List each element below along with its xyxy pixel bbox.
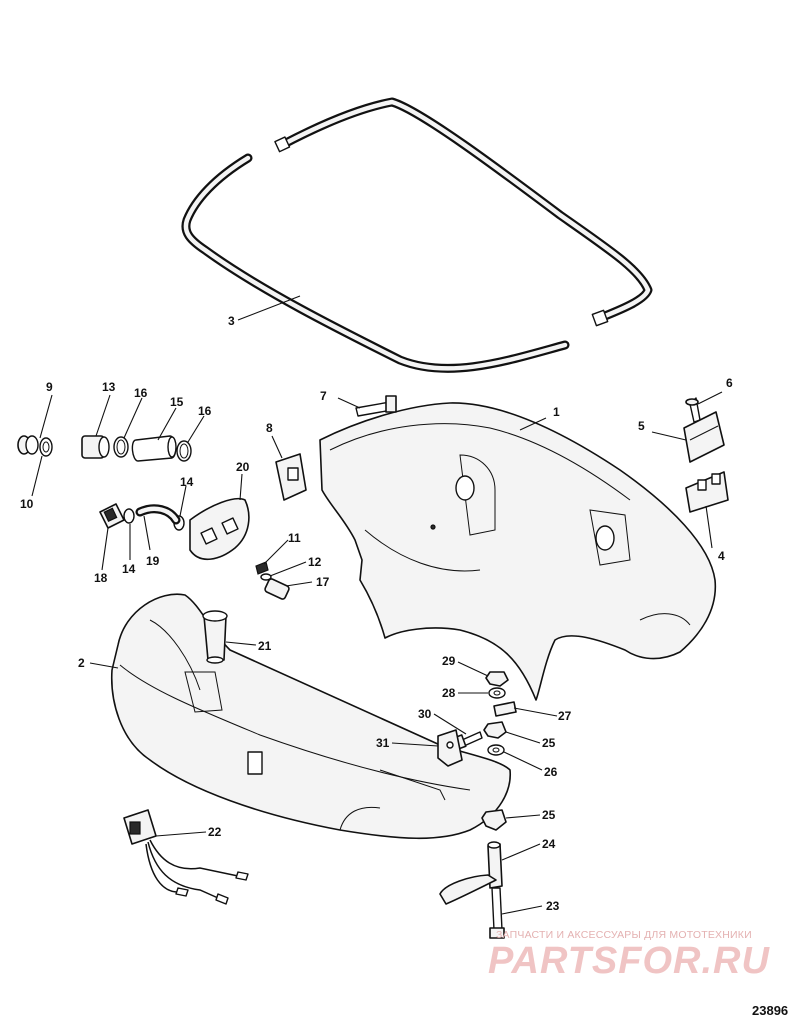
ring-part-10 — [39, 437, 53, 457]
callout-1: 1 — [553, 405, 560, 419]
callout-17: 17 — [316, 575, 330, 589]
latch-part-5 — [683, 411, 725, 463]
clip-part-27 — [493, 701, 517, 717]
washer-part-26 — [487, 744, 505, 756]
callout-25b: 25 — [542, 736, 556, 750]
harness-part-22 — [123, 809, 249, 905]
bracket-part-31 — [437, 729, 463, 767]
callout-19: 19 — [146, 554, 160, 568]
callout-26: 26 — [544, 765, 558, 779]
hose-part-15 — [131, 435, 177, 462]
callout-21: 21 — [258, 639, 272, 653]
callout-16b: 16 — [198, 404, 212, 418]
callout-22: 22 — [208, 825, 222, 839]
bolt-part-7 — [355, 395, 397, 417]
callout-25a: 25 — [542, 808, 556, 822]
callout-11: 11 — [288, 531, 301, 545]
callout-2: 2 — [78, 656, 85, 670]
screw-part-6 — [685, 397, 701, 423]
washer-part-28 — [488, 687, 506, 699]
callout-4: 4 — [718, 549, 725, 563]
nut-part-25b — [481, 809, 507, 831]
plate-part-20 — [189, 498, 250, 560]
callout-6: 6 — [726, 376, 733, 390]
seal-part-3 — [181, 97, 653, 373]
clamp-part-16a — [113, 436, 129, 458]
tube-part-21 — [202, 610, 228, 664]
latch-part-4 — [685, 471, 729, 513]
callout-12: 12 — [308, 555, 322, 569]
callout-8: 8 — [266, 421, 273, 435]
callout-14a: 14 — [180, 475, 194, 489]
hardware-parts — [17, 395, 729, 939]
top-cowl-part-1 — [319, 402, 717, 701]
callout-28: 28 — [442, 686, 456, 700]
callout-3: 3 — [228, 314, 235, 328]
callout-23: 23 — [546, 899, 560, 913]
callout-7: 7 — [320, 389, 327, 403]
callout-15: 15 — [170, 395, 184, 409]
bolt-part-23 — [489, 887, 505, 939]
callout-29: 29 — [442, 654, 456, 668]
bottom-cowl-part-2 — [110, 593, 511, 840]
callout-27: 27 — [558, 709, 572, 723]
clip-part-11 — [255, 561, 269, 575]
callout-9: 9 — [46, 380, 53, 394]
callout-labels: 1 2 3 4 5 6 7 8 9 10 11 12 13 14 14 15 1… — [20, 314, 733, 913]
callout-14b: 14 — [122, 562, 136, 576]
watermark-tagline: ЗАПЧАСТИ И АКСЕССУАРЫ ДЛЯ МОТОТЕХНИКИ — [496, 929, 752, 941]
nut-part-25a — [483, 721, 507, 739]
hose-part-19 — [135, 504, 181, 525]
watermark-logo: PARTSFOR.RU — [488, 940, 770, 982]
nut-part-29 — [485, 671, 509, 687]
clamp-part-16b — [176, 440, 192, 462]
fitting-part-13 — [81, 435, 110, 459]
callout-10: 10 — [20, 497, 34, 511]
callout-20: 20 — [236, 460, 250, 474]
washer-part-12 — [260, 573, 272, 581]
bracket-part-8 — [275, 453, 307, 501]
callout-5: 5 — [638, 419, 645, 433]
connector-part-17 — [264, 578, 290, 600]
grommet-part-9 — [17, 435, 39, 455]
clamp-part-14a — [123, 508, 135, 524]
callout-30: 30 — [418, 707, 432, 721]
callout-13: 13 — [102, 380, 116, 394]
callout-24: 24 — [542, 837, 556, 851]
callout-31: 31 — [376, 736, 390, 750]
figure-number: 23896 — [752, 1003, 789, 1018]
callout-16a: 16 — [134, 386, 148, 400]
leader-lines — [31, 295, 723, 915]
callout-18: 18 — [94, 571, 108, 585]
plug-part-18 — [99, 503, 125, 529]
lever-part-24 — [439, 841, 503, 905]
